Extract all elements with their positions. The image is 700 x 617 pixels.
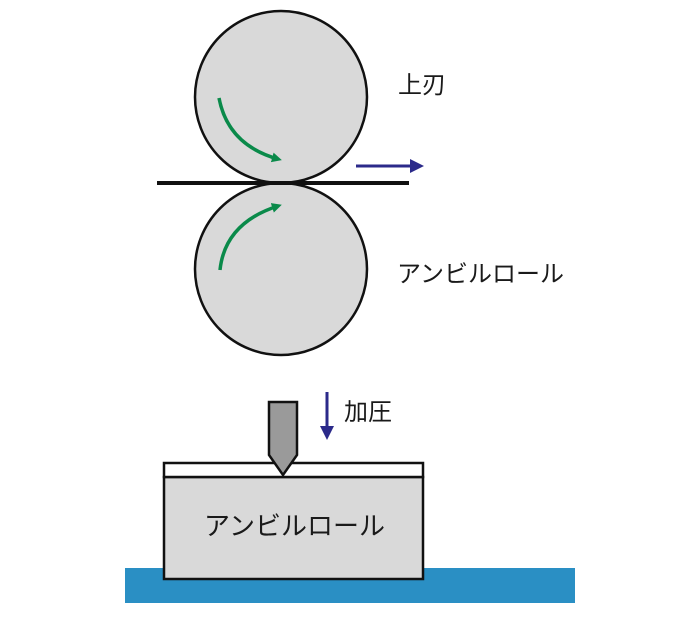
anvil-block-label: アンビルロール bbox=[204, 512, 385, 542]
workpiece-sheet bbox=[162, 461, 425, 479]
upper-rotation-arrow-icon bbox=[217, 97, 282, 163]
anvil-roll-label: アンビルロール bbox=[397, 260, 565, 288]
pressure-label: 加圧 bbox=[344, 398, 392, 426]
upper-blade-roll bbox=[193, 9, 369, 185]
upper-blade-label: 上刃 bbox=[398, 71, 446, 99]
lower-rotation-arrow-icon bbox=[218, 203, 282, 271]
press-blade bbox=[267, 400, 299, 478]
anvil-block bbox=[162, 475, 425, 581]
